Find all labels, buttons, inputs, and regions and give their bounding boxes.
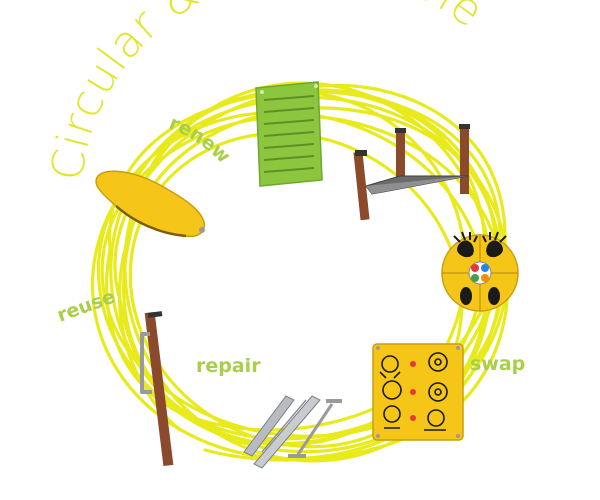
label-repair: repair xyxy=(196,355,261,377)
metal-rails xyxy=(243,395,342,469)
hand-footprint-disc xyxy=(441,231,519,312)
gear-activity-panel xyxy=(372,343,464,441)
label-swap: swap xyxy=(470,353,525,375)
wooden-post-with-handle xyxy=(140,311,174,467)
green-slatted-panel xyxy=(255,81,323,187)
yellow-curved-seat xyxy=(95,170,206,238)
shade-sail-posts xyxy=(353,124,470,221)
